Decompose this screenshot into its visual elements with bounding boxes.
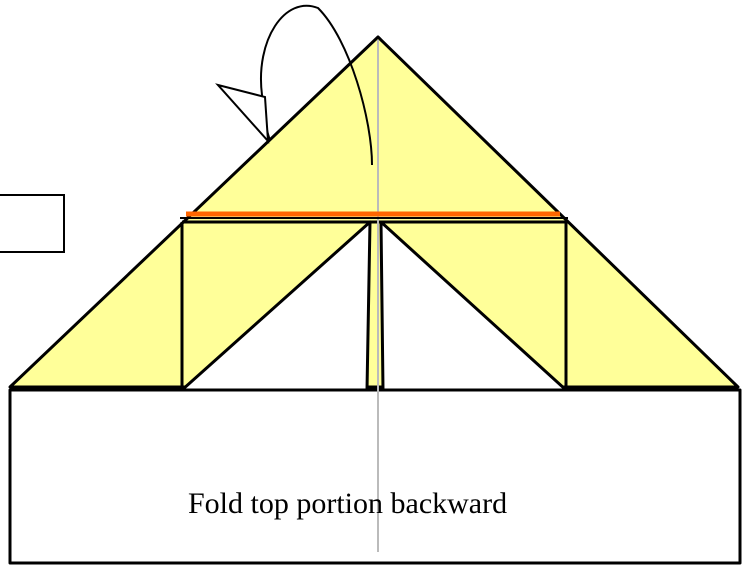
callout-box: [0, 194, 65, 253]
curved-arrow-icon: [215, 4, 373, 166]
instruction-text: Fold top portion backward: [188, 487, 507, 520]
paper-base-body: [8, 388, 742, 565]
inner-right-triangle: [379, 220, 568, 392]
inner-left-triangle: [180, 220, 372, 392]
arrow-head: [215, 83, 270, 144]
